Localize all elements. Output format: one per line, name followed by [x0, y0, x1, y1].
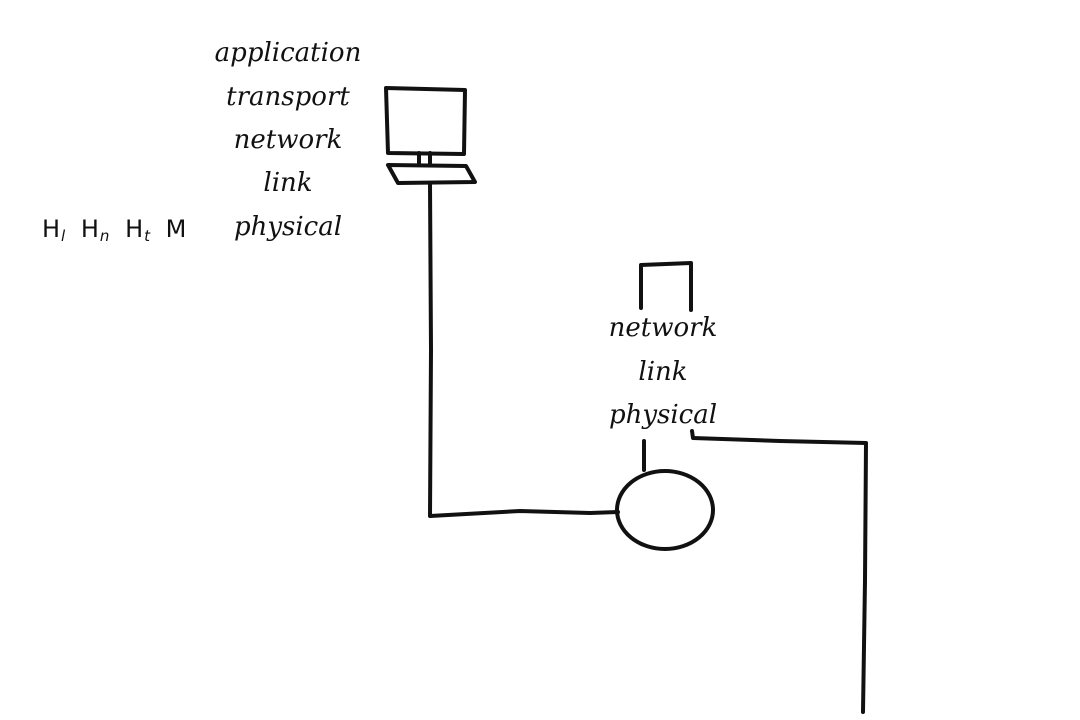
message-base: M — [165, 215, 187, 243]
host-layer-network: network — [233, 125, 343, 155]
header-transport-base: H — [125, 215, 144, 243]
header-link-sub: l — [61, 227, 66, 245]
router-outgoing-link — [690, 429, 868, 714]
header-link: Hl — [42, 215, 66, 245]
switch-icon — [615, 469, 715, 551]
header-transport: Ht — [125, 215, 150, 245]
host-layer-application: application — [214, 38, 362, 68]
packet-headers: Hl Hn Ht M — [42, 214, 194, 251]
monitor-stand — [417, 151, 432, 165]
keyboard — [386, 163, 477, 185]
header-transport-sub: t — [144, 227, 150, 245]
header-link-base: H — [42, 215, 61, 243]
host-layer-link: link — [263, 168, 313, 198]
header-network-sub: n — [99, 227, 110, 245]
monitor-screen — [384, 86, 467, 156]
header-network-base: H — [80, 215, 99, 243]
router-layer-network: network — [608, 313, 718, 343]
host-layer-transport: transport — [226, 82, 350, 112]
router-layer-link: link — [638, 357, 688, 387]
router-layer-physical: physical — [608, 400, 718, 430]
header-network: Hn — [80, 215, 110, 245]
router-box-icon — [639, 261, 693, 312]
host-computer-icon — [384, 86, 477, 185]
host-layer-physical: physical — [233, 212, 343, 242]
host-link-cable — [428, 182, 620, 518]
message: M — [166, 215, 187, 243]
